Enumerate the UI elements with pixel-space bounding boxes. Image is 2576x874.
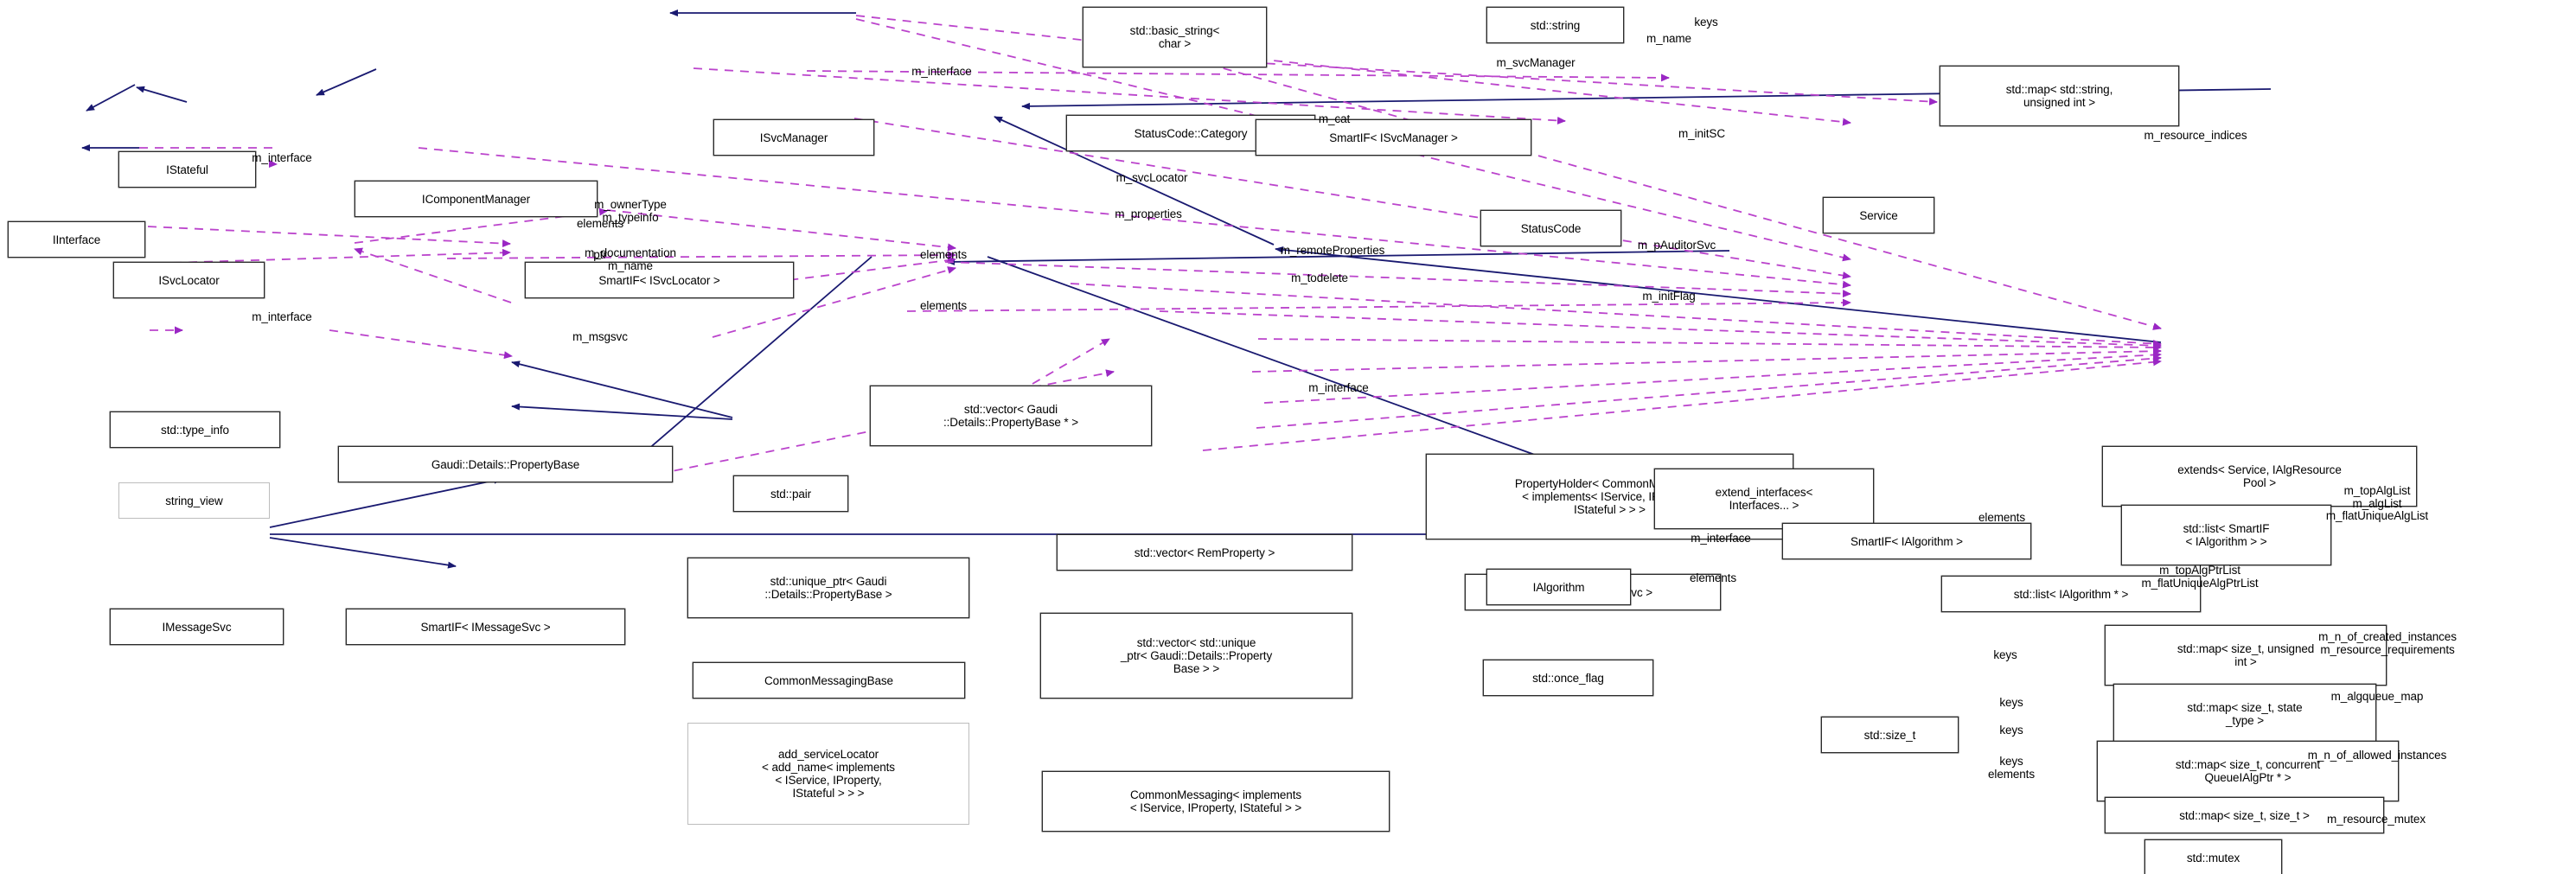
class-node-once_flag[interactable]: std::once_flag bbox=[1483, 660, 1653, 696]
class-node-isvclocator[interactable]: ISvcLocator bbox=[113, 262, 265, 298]
class-node-map_sizet_state[interactable]: std::map< size_t, state _type > bbox=[2113, 684, 2376, 744]
class-node-service[interactable]: Service bbox=[1823, 197, 1934, 233]
class-node-map_sizet_queue[interactable]: std::map< size_t, concurrent QueueIAlgPt… bbox=[2097, 741, 2399, 801]
class-node-istateful[interactable]: IStateful bbox=[118, 151, 256, 188]
edge-label: keys elements bbox=[1988, 755, 2035, 781]
class-node-map_str_uint[interactable]: std::map< std::string, unsigned int > bbox=[1940, 66, 2179, 126]
edge-label: m_ownerType m_typeinfo bbox=[594, 198, 667, 224]
edge-label: m_properties bbox=[1115, 207, 1182, 220]
edge-label: m_n_of_allowed_instances bbox=[2307, 749, 2447, 762]
class-node-mutex[interactable]: std::mutex bbox=[2145, 839, 2282, 874]
class-node-vector_remprop[interactable]: std::vector< RemProperty > bbox=[1057, 534, 1352, 571]
edge-label: m_topAlgList m_algList m_flatUniqueAlgLi… bbox=[2325, 484, 2429, 522]
edge-label: m_interface bbox=[252, 310, 312, 323]
edge-label: m_documentation m_name bbox=[585, 246, 676, 272]
edge-label: m_interface bbox=[911, 65, 972, 78]
class-node-map_sizet_sizet[interactable]: std::map< size_t, size_t > bbox=[2105, 797, 2384, 833]
class-node-icomponentmgr[interactable]: IComponentManager bbox=[355, 181, 598, 217]
class-node-statuscode[interactable]: StatusCode bbox=[1480, 210, 1621, 246]
class-node-smartif_isvcloc[interactable]: SmartIF< ISvcLocator > bbox=[525, 262, 794, 298]
edge-label: m_initSC bbox=[1678, 127, 1725, 140]
edge-label: elements bbox=[1690, 571, 1736, 584]
edge-label: keys bbox=[1993, 648, 2017, 661]
class-node-typeinfo[interactable]: std::type_info bbox=[110, 411, 280, 448]
class-node-size_t[interactable]: std::size_t bbox=[1821, 717, 1959, 753]
class-node-propertybase[interactable]: Gaudi::Details::PropertyBase bbox=[338, 446, 673, 482]
class-node-extend_interfaces_var[interactable]: extend_interfaces< Interfaces... > bbox=[1654, 469, 1874, 529]
edge-label: m_todelete bbox=[1291, 271, 1348, 284]
class-node-stringview[interactable]: string_view bbox=[118, 482, 270, 519]
edge-label: m_interface bbox=[1308, 381, 1369, 394]
edge-label: elements bbox=[920, 248, 967, 261]
edge-label: elements bbox=[1978, 511, 2025, 524]
edge-label: m_svcLocator bbox=[1115, 171, 1188, 184]
class-node-ialgorithm[interactable]: IAlgorithm bbox=[1486, 569, 1631, 605]
edge-label: elements bbox=[920, 299, 967, 312]
edge-label: m_svcManager bbox=[1496, 56, 1576, 69]
class-node-smartif_ialg[interactable]: SmartIF< IAlgorithm > bbox=[1782, 523, 2031, 559]
class-node-smartif_isvcmgr[interactable]: SmartIF< ISvcManager > bbox=[1256, 119, 1531, 156]
class-node-isvcmanager[interactable]: ISvcManager bbox=[713, 119, 874, 156]
edge-label: keys bbox=[1999, 696, 2023, 709]
edge-label: m_resource_mutex bbox=[2327, 813, 2426, 826]
edge-label: m_resource_indices bbox=[2144, 129, 2247, 142]
edge-label: m_name bbox=[1646, 32, 1691, 45]
edge-label: m_interface bbox=[1691, 532, 1751, 545]
edge-label: m_remoteProperties bbox=[1280, 244, 1385, 257]
edge-label: m_cat bbox=[1318, 112, 1351, 125]
class-node-basicstring[interactable]: std::basic_string< char > bbox=[1083, 7, 1267, 67]
class-node-uniqueptr_pb[interactable]: std::unique_ptr< Gaudi ::Details::Proper… bbox=[687, 558, 969, 618]
class-node-iinterface[interactable]: IInterface bbox=[8, 221, 145, 258]
edge-label: ptr bbox=[593, 248, 607, 261]
edge-label: m_topAlgPtrList m_flatUniqueAlgPtrList bbox=[2141, 564, 2259, 590]
class-node-vector_pb_ptr[interactable]: std::vector< Gaudi ::Details::PropertyBa… bbox=[870, 386, 1152, 446]
class-node-list_smartif_ialg[interactable]: std::list< SmartIF < IAlgorithm > > bbox=[2121, 505, 2331, 565]
class-node-vector_uniq_pb[interactable]: std::vector< std::unique _ptr< Gaudi::De… bbox=[1040, 613, 1352, 699]
edge-label: m_algqueue_map bbox=[2330, 690, 2424, 703]
edge-label: m_n_of_created_instances m_resource_requ… bbox=[2318, 630, 2457, 656]
edge-label: m_interface bbox=[252, 151, 312, 164]
class-node-smartif_imsgsvc[interactable]: SmartIF< IMessageSvc > bbox=[346, 609, 625, 645]
class-node-list_ialg_ptr[interactable]: std::list< IAlgorithm * > bbox=[1941, 576, 2201, 612]
edge-label: keys bbox=[1694, 16, 1718, 29]
edge-label: m_pAuditorSvc bbox=[1637, 239, 1716, 252]
edge-label: m_initFlag bbox=[1642, 290, 1696, 303]
class-node-imessagesvc[interactable]: IMessageSvc bbox=[110, 609, 284, 645]
class-node-commonmsgbase[interactable]: CommonMessagingBase bbox=[693, 662, 965, 699]
class-node-add_servicelocator[interactable]: add_serviceLocator < add_name< implement… bbox=[687, 723, 969, 825]
class-node-map_sizet_uint[interactable]: std::map< size_t, unsigned int > bbox=[2105, 625, 2387, 686]
class-node-stdpair[interactable]: std::pair bbox=[733, 475, 848, 512]
edge-label: m_msgsvc bbox=[572, 330, 628, 343]
class-node-stdstring[interactable]: std::string bbox=[1486, 7, 1624, 43]
edge-label: keys bbox=[1999, 724, 2023, 737]
edge-label: elements bbox=[577, 217, 623, 230]
class-node-extends_svc_pool[interactable]: extends< Service, IAlgResource Pool > bbox=[2102, 446, 2417, 507]
class-node-commonmessaging[interactable]: CommonMessaging< implements < IService, … bbox=[1042, 771, 1390, 832]
